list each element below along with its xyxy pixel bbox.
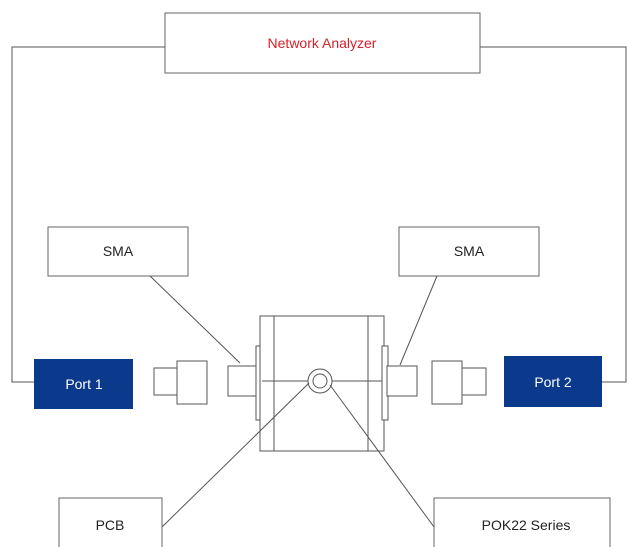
network-analyzer-box: Network Analyzer <box>164 12 481 74</box>
sma-left-label: SMA <box>103 243 134 259</box>
pcb-leader <box>161 382 310 528</box>
sma-right-box: SMA <box>398 226 540 277</box>
left-cable-connector <box>153 360 208 405</box>
port-2-box: Port 2 <box>504 356 602 407</box>
center-conductor <box>307 368 333 394</box>
network-analyzer-label: Network Analyzer <box>268 35 377 51</box>
port-2-label: Port 2 <box>534 374 572 390</box>
pcb-box: PCB <box>58 497 163 547</box>
cable-left <box>11 46 165 383</box>
right-cable-connector <box>431 360 487 405</box>
pok-leader <box>329 384 435 528</box>
cable-right <box>480 46 627 383</box>
port-1-label: Port 1 <box>65 376 103 392</box>
pcb-label: PCB <box>96 517 125 533</box>
pok22-series-box: POK22 Series <box>433 497 611 547</box>
sma-right-leader <box>399 275 438 366</box>
port-1-box: Port 1 <box>34 359 133 409</box>
pok22-series-label: POK22 Series <box>482 517 571 533</box>
sma-left-box: SMA <box>47 226 189 277</box>
sma-left-leader <box>149 275 241 364</box>
sma-right-label: SMA <box>454 243 485 259</box>
